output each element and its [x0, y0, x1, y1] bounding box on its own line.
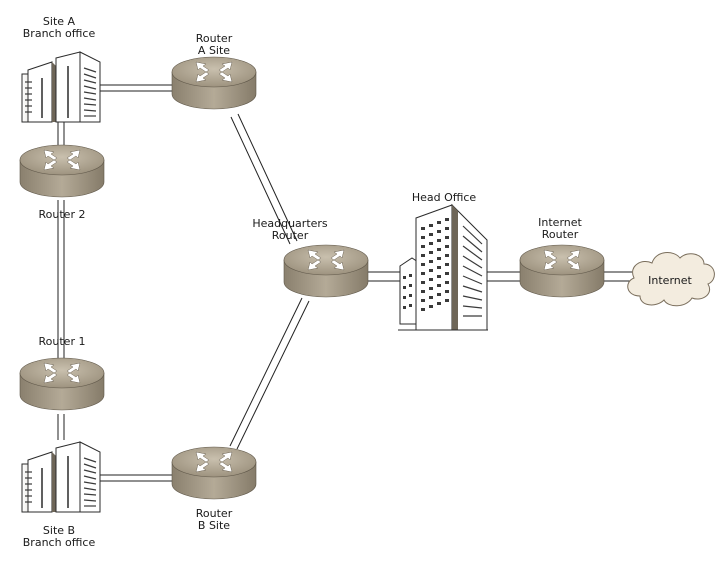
- site-b-label-line-2: Branch office: [22, 536, 96, 549]
- hq-router-label-line-1: Headquarters: [252, 217, 328, 230]
- site-b-building-icon: [21, 441, 101, 513]
- router-b-site-label-line-1: Router: [195, 507, 233, 520]
- site-b-label: Site B Branch office: [23, 525, 95, 549]
- link-hq-router-b: [229, 297, 303, 447]
- site-a-label: Site A Branch office: [23, 16, 95, 40]
- link-router-a-hq: [230, 116, 291, 245]
- network-links: [57, 84, 632, 482]
- hq-router-icon: [283, 244, 369, 298]
- router-b-site-icon: [171, 446, 257, 500]
- router-1-label-text: Router 1: [38, 335, 86, 348]
- router-b-site-label-line-2: B Site: [197, 519, 231, 532]
- router-2-icon: [19, 144, 105, 198]
- router-a-site-label-line-1: Router: [195, 32, 233, 45]
- router-2-label: Router 2: [39, 209, 86, 221]
- site-a-building-icon: [21, 51, 101, 123]
- internet-label: Internet: [648, 275, 692, 287]
- internet-cloud-icon: [627, 252, 715, 307]
- hq-router-label: Headquarters Router: [252, 218, 327, 242]
- internet-router-label-line-1: Internet: [538, 216, 582, 229]
- internet-router-icon: [519, 244, 605, 298]
- internet-router-label-line-2: Router: [541, 228, 579, 241]
- router-a-site-icon: [171, 56, 257, 110]
- head-office-label-text: Head Office: [411, 191, 477, 204]
- head-office-label: Head Office: [412, 192, 476, 204]
- site-a-label-line-2: Branch office: [22, 27, 96, 40]
- hq-router-label-line-2: Router: [271, 229, 309, 242]
- router-2-label-text: Router 2: [38, 208, 86, 221]
- head-office-tower-icon: [398, 203, 488, 331]
- router-b-site-label: Router B Site: [196, 508, 232, 532]
- router-a-site-label-line-2: A Site: [197, 44, 231, 57]
- router-a-site-label: Router A Site: [196, 33, 232, 57]
- site-b-label-line-1: Site B: [42, 524, 76, 537]
- router-1-label: Router 1: [39, 336, 86, 348]
- internet-label-text: Internet: [648, 274, 692, 287]
- internet-router-label: Internet Router: [538, 217, 582, 241]
- router-1-icon: [19, 357, 105, 411]
- site-a-label-line-1: Site A: [42, 15, 76, 28]
